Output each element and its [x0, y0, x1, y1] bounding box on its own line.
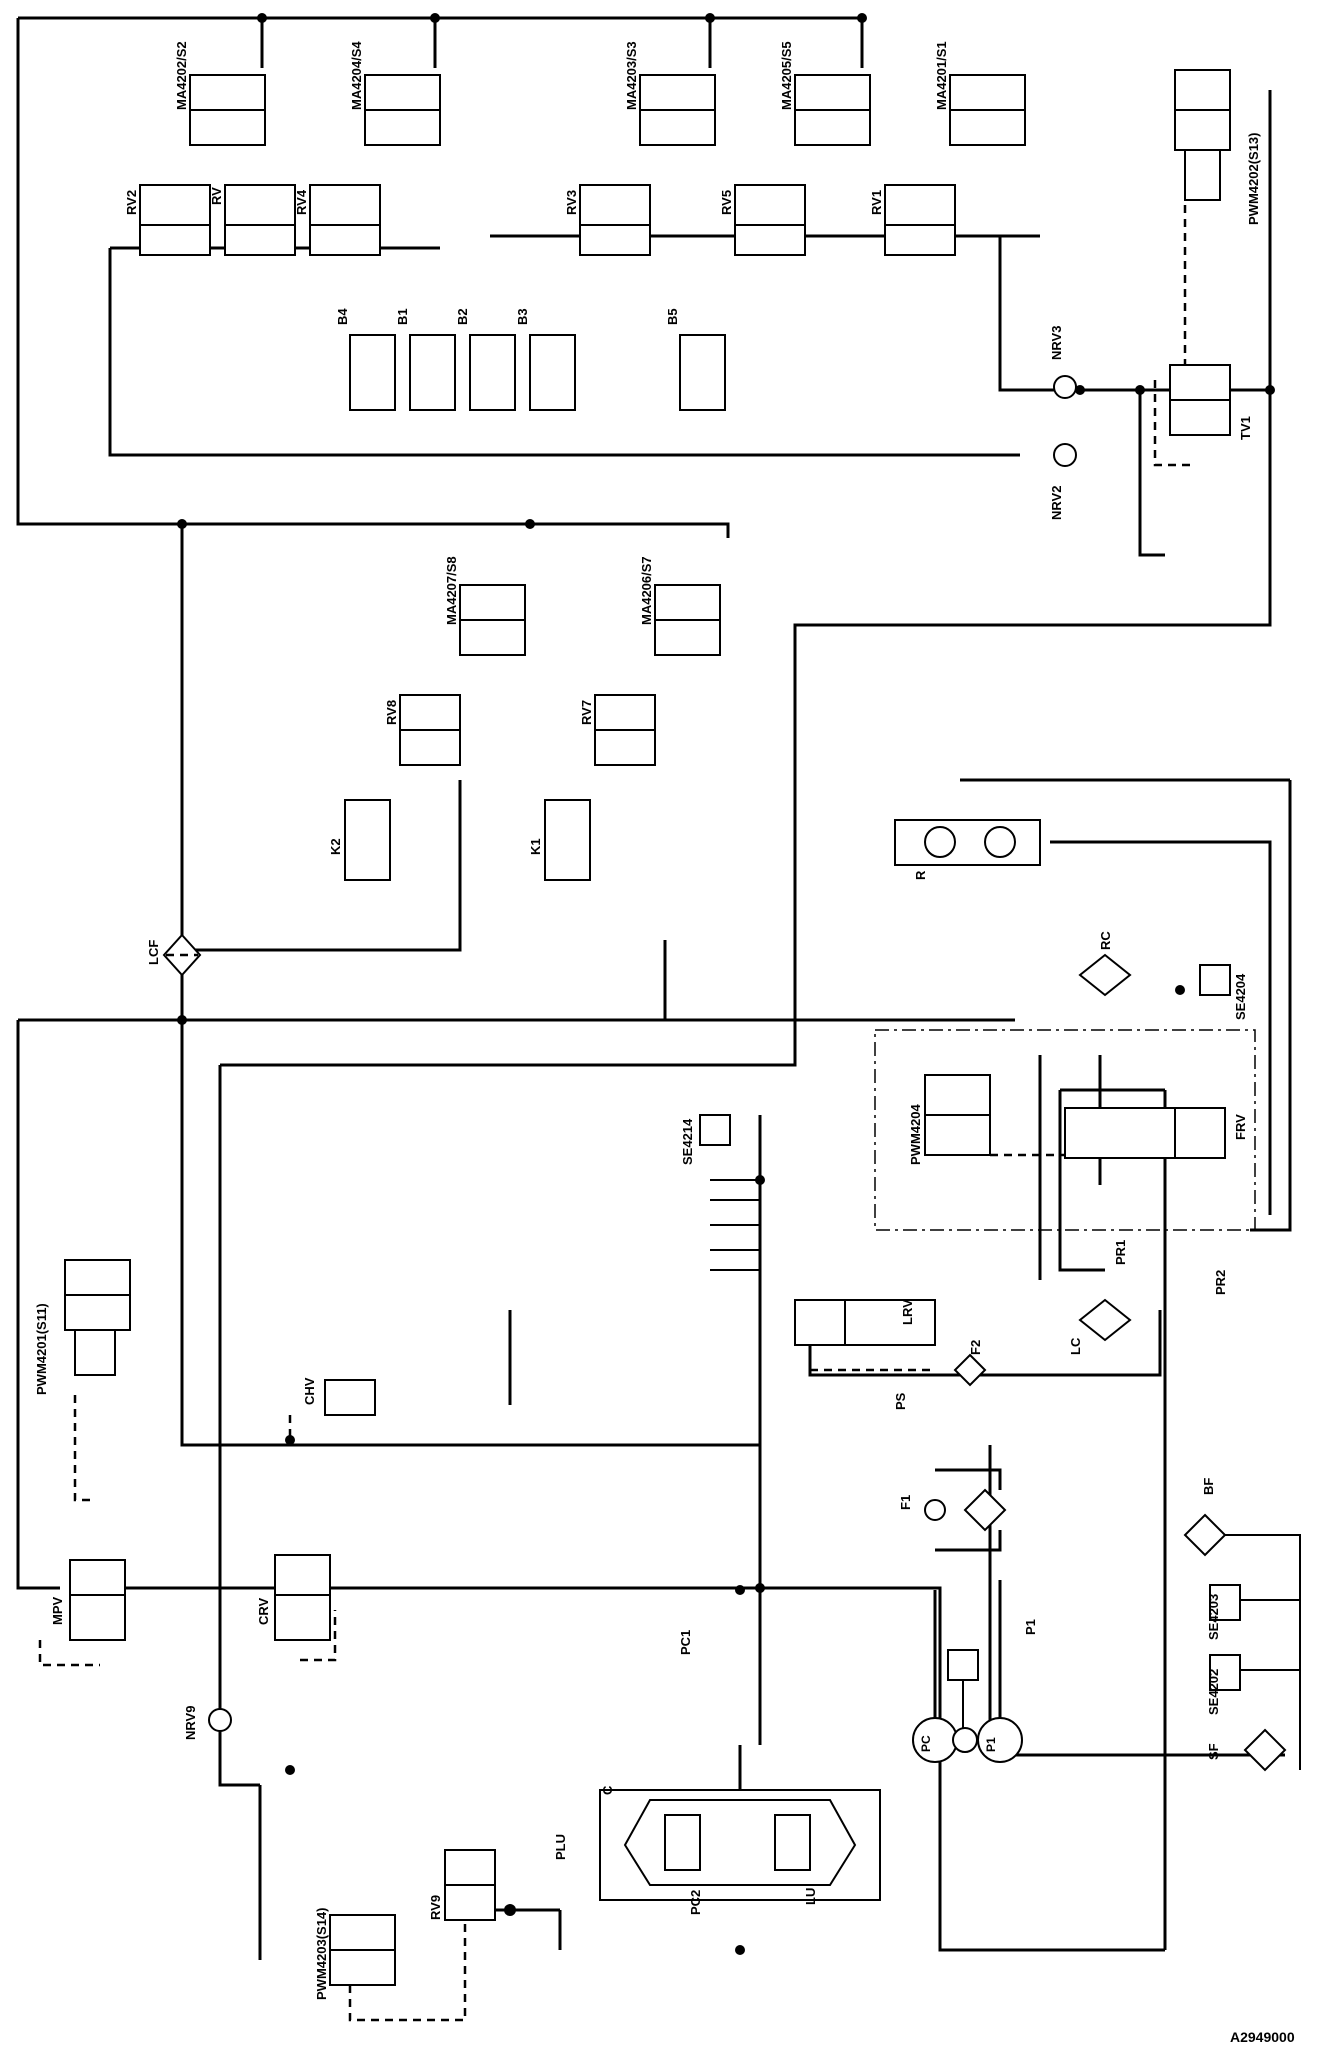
label-nrv9: NRV9	[183, 1706, 198, 1740]
label-pwm4202-s13: PWM4202(S13)	[1246, 133, 1261, 225]
label-ma4206-s7: MA4206/S7	[639, 556, 654, 625]
mpv-crv	[38, 1554, 337, 1667]
f1-filter	[924, 1468, 1007, 1552]
pwm4202-valve	[1174, 69, 1231, 390]
label-nrv3: NRV3	[1049, 326, 1064, 360]
label-pwm4203-s14: PWM4203(S14)	[314, 1908, 329, 2000]
label-sf: SF	[1206, 1743, 1221, 1760]
label-rv8: RV8	[384, 700, 399, 725]
tv1-valve	[1153, 364, 1231, 467]
lcf-filter	[162, 933, 202, 977]
label-se4214: SE4214	[680, 1118, 695, 1165]
label-pwm4201-s11: PWM4201(S11)	[34, 1303, 49, 1395]
label-rc: RC	[1098, 931, 1113, 950]
label-rv7: RV7	[579, 700, 594, 725]
label-pc2: PC2	[688, 1890, 703, 1915]
label-ma4201-s1: MA4201/S1	[934, 41, 949, 110]
label-crv: CRV	[256, 1597, 271, 1625]
lrv-group	[699, 1114, 1132, 1387]
label-lc: LC	[1068, 1337, 1083, 1355]
label-pc-pump: PC	[919, 1735, 933, 1752]
label-k1: K1	[528, 838, 543, 855]
label-b4: B4	[335, 308, 350, 325]
label-k2: K2	[328, 838, 343, 855]
label-se4202: SE4202	[1206, 1669, 1221, 1715]
drawing-code: A2949000	[1230, 2029, 1295, 2045]
label-nrv2: NRV2	[1049, 486, 1064, 520]
directional-valve-row	[139, 184, 956, 256]
label-mpv: MPV	[50, 1597, 65, 1626]
component-labels: MA4202/S2 MA4204/S4 MA4203/S3 MA4205/S5 …	[34, 41, 1261, 2000]
label-ps: PS	[893, 1392, 908, 1410]
chv-valve	[288, 1379, 376, 1440]
label-lcf: LCF	[146, 940, 161, 965]
clutch-c	[599, 1789, 881, 1901]
label-rv9: RV9	[428, 1895, 443, 1920]
label-chv: CHV	[302, 1377, 317, 1405]
label-rv: RV	[209, 187, 224, 205]
label-ma4202-s2: MA4202/S2	[174, 41, 189, 110]
pwm4204-frv-enclosure	[874, 1029, 1256, 1231]
label-lu: LU	[803, 1888, 818, 1905]
label-p1-port: P1	[1023, 1619, 1038, 1635]
label-pc1: PC1	[678, 1630, 693, 1655]
label-plu: PLU	[553, 1834, 568, 1860]
label-ma4204-s4: MA4204/S4	[349, 41, 364, 110]
label-rv5: RV5	[719, 190, 734, 215]
label-se4203: SE4203	[1206, 1594, 1221, 1640]
label-rv3: RV3	[564, 190, 579, 215]
label-ma4203-s3: MA4203/S3	[624, 41, 639, 110]
label-ma4205-s5: MA4205/S5	[779, 41, 794, 110]
label-b1: B1	[395, 308, 410, 325]
pumps	[912, 1649, 1023, 1763]
label-tv1: TV1	[1238, 416, 1253, 440]
label-lrv: LRV	[900, 1299, 915, 1325]
label-ma4207-s8: MA4207/S8	[444, 556, 459, 625]
label-pr1: PR1	[1113, 1240, 1128, 1265]
pwm4201-valve	[64, 1259, 131, 1502]
label-b5: B5	[665, 308, 680, 325]
label-frv: FRV	[1233, 1114, 1248, 1140]
right-filters-sensors	[1183, 1513, 1301, 1772]
label-se4204: SE4204	[1233, 973, 1248, 1020]
label-bf: BF	[1201, 1478, 1216, 1495]
rc-cooler	[1078, 953, 1231, 997]
label-b3: B3	[515, 308, 530, 325]
label-rv2: RV2	[124, 190, 139, 215]
label-p1-pump: P1	[984, 1737, 998, 1752]
label-f1: F1	[898, 1495, 913, 1510]
check-valves-nrv	[1053, 375, 1077, 467]
label-c: C	[600, 1785, 615, 1795]
label-pwm4204: PWM4204	[908, 1104, 923, 1165]
label-r: R	[913, 870, 928, 880]
solenoid-valve-group-top	[189, 74, 1026, 146]
label-rv1: RV1	[869, 190, 884, 215]
label-pr2: PR2	[1213, 1270, 1228, 1295]
bottom-left-valves	[208, 1708, 496, 2022]
brake-cylinders	[349, 334, 726, 411]
label-f2: F2	[968, 1340, 983, 1355]
r-rotary	[894, 819, 1041, 866]
middle-solenoid-valves	[344, 584, 721, 881]
pwm4204-frv	[924, 1074, 1226, 1159]
label-rv4: RV4	[294, 189, 309, 215]
label-b2: B2	[455, 308, 470, 325]
